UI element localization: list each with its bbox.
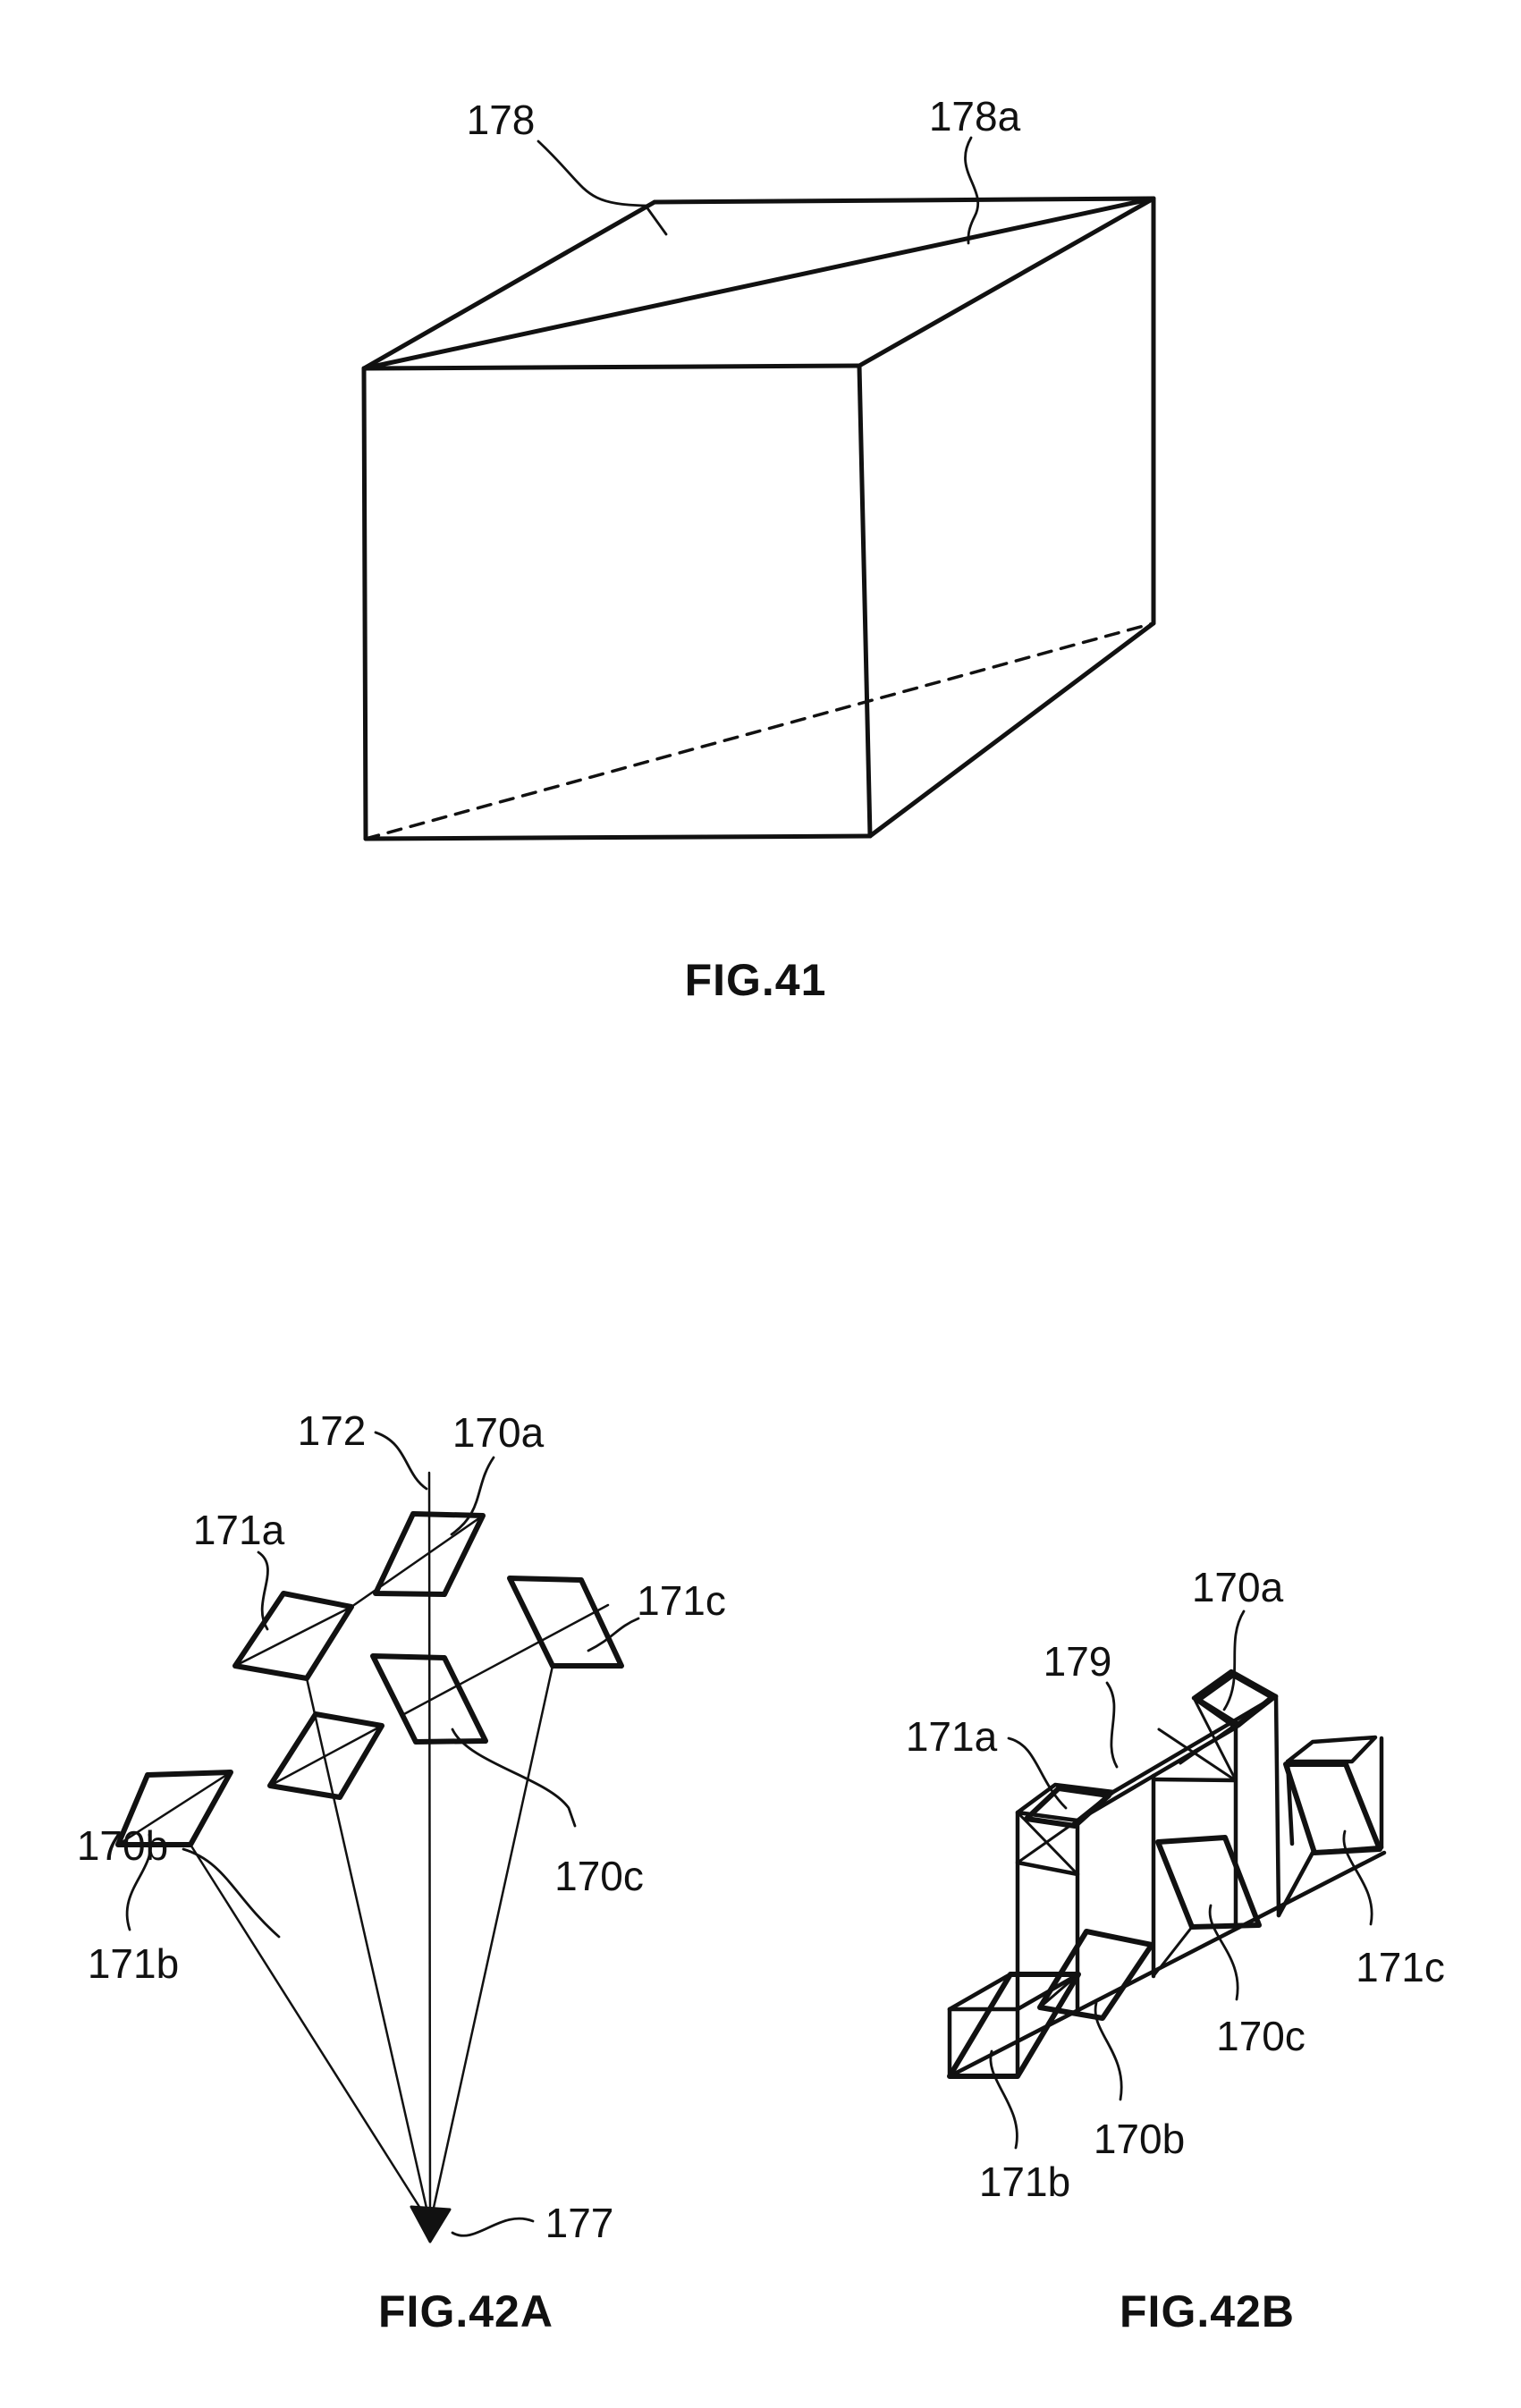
thin-construction-line xyxy=(401,1603,610,1717)
fig-42a-caption: FIG.42A xyxy=(378,2286,553,2336)
ref-171a-42a: 171a xyxy=(193,1507,285,1553)
edge-line xyxy=(1015,1860,1080,1877)
box-top-171c xyxy=(1285,1735,1378,1764)
leader-curve xyxy=(257,1550,269,1631)
leader-curve xyxy=(1208,1904,1239,2001)
edge-line xyxy=(652,196,1156,205)
ref-171b-42a: 171b xyxy=(88,1940,179,1987)
leader-curve xyxy=(1342,1829,1373,1926)
edge-line xyxy=(947,1850,1387,2079)
thin-construction-line xyxy=(233,1605,353,1668)
edge-line xyxy=(361,366,368,841)
box-top-170a xyxy=(1191,1669,1279,1730)
ref-170b-42b: 170b xyxy=(1094,2116,1185,2162)
leader-curve xyxy=(1007,1736,1068,1810)
edge-line xyxy=(1075,1725,1238,1823)
leader-curve xyxy=(537,139,668,236)
ref-170c-42a: 170c xyxy=(554,1853,644,1899)
edge-line xyxy=(1153,1777,1237,1783)
leader-curve xyxy=(1094,2001,1123,2101)
leader-curve xyxy=(125,1833,152,1931)
ref-170c-42b: 170c xyxy=(1216,2013,1306,2059)
cell-170b xyxy=(267,1711,384,1800)
ref-177: 177 xyxy=(545,2200,614,2246)
cell-171c xyxy=(507,1576,624,1669)
cell-170c xyxy=(370,1653,488,1745)
cell-171a xyxy=(232,1591,354,1681)
edge-line xyxy=(857,196,1156,368)
thin-construction-line xyxy=(189,1843,432,2226)
leader-curve xyxy=(964,136,980,245)
cell-170a xyxy=(373,1511,486,1597)
ref-170b-42a: 170b xyxy=(77,1822,168,1869)
thin-construction-line xyxy=(116,1770,232,1846)
thin-construction-line xyxy=(427,1471,432,2226)
thin-construction-line xyxy=(1157,1728,1236,1781)
box-top-171a xyxy=(1015,1782,1116,1823)
cell-171b xyxy=(115,1770,233,1847)
leader-curve xyxy=(989,2049,1018,2150)
ref-170a-42b: 170a xyxy=(1192,1564,1284,1610)
ref-179: 179 xyxy=(1044,1638,1112,1685)
thin-construction-line xyxy=(268,1724,384,1787)
cell-170b-3d xyxy=(1037,1929,1154,2021)
cell-171a-3d xyxy=(1024,1786,1111,1829)
leader-curve xyxy=(1222,1610,1246,1711)
edge-line xyxy=(1273,1694,1281,1918)
edge-line xyxy=(361,196,1156,371)
leader-curve xyxy=(451,1728,577,1828)
convergence-arrowhead xyxy=(410,2205,452,2243)
fig-42b-caption: FIG.42B xyxy=(1120,2286,1295,2336)
edge-line xyxy=(947,1972,1013,2012)
cell-170a-3d xyxy=(1196,1672,1275,1728)
ref-172: 172 xyxy=(298,1407,367,1454)
cell-170c-3d xyxy=(1155,1835,1262,1930)
cell-171c-3d xyxy=(1283,1762,1382,1855)
ref-171b-42b: 171b xyxy=(979,2159,1070,2205)
ref-178: 178 xyxy=(467,97,536,143)
leader-curve xyxy=(182,1847,281,1939)
ref-171c-42b: 171c xyxy=(1356,1944,1445,1990)
edge-line xyxy=(361,363,862,371)
leader-curve xyxy=(587,1617,640,1652)
edge-line xyxy=(1111,1694,1279,1795)
edge-line xyxy=(867,621,1156,839)
thin-construction-line xyxy=(350,1514,485,1609)
ref-171c-42a: 171c xyxy=(637,1577,726,1624)
ref-170a-42a: 170a xyxy=(452,1409,545,1456)
leader-curve xyxy=(450,1456,495,1536)
hidden-edge-dashed-line xyxy=(364,621,1155,841)
ref-171a-42b: 171a xyxy=(906,1713,998,1760)
thin-construction-line xyxy=(428,1664,554,2226)
edge-line xyxy=(363,833,873,841)
ref-178a: 178a xyxy=(929,93,1021,139)
thin-construction-line xyxy=(305,1677,432,2226)
leader-curve xyxy=(1105,1681,1119,1769)
leader-curve xyxy=(374,1431,428,1491)
edge-line xyxy=(361,199,657,371)
thin-construction-line xyxy=(1016,1811,1079,1876)
edge-line xyxy=(1276,1850,1315,1918)
edge-line xyxy=(857,363,873,839)
leader-curve xyxy=(451,2217,535,2237)
fig-41-caption: FIG.41 xyxy=(685,955,827,1005)
